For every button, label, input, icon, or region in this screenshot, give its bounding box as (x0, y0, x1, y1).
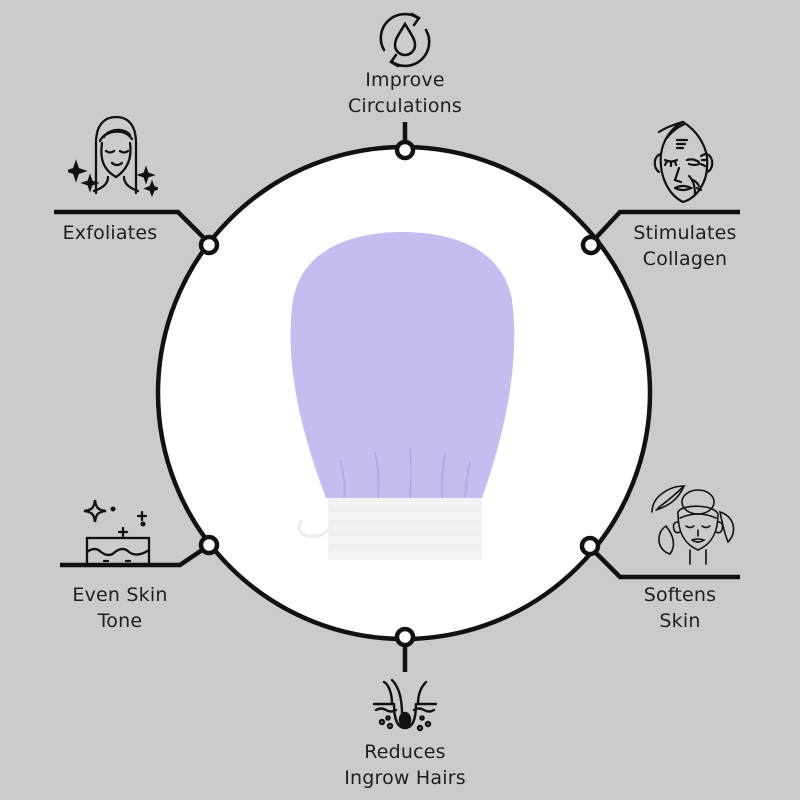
benefit-label-stimulates-collagen: Stimulates Collagen (633, 222, 737, 270)
connector-bottom-right (588, 545, 740, 580)
benefit-label-softens-skin: Softens Skin (643, 584, 717, 632)
connector-bottom-left (60, 544, 210, 568)
mitt-cuff (328, 498, 482, 560)
water-drop-cycle-icon (372, 8, 438, 72)
benefit-label-exfoliates: Exfoliates (62, 222, 158, 244)
benefit-label-even-skin-tone: Even Skin Tone (72, 584, 168, 632)
hair-follicle-icon (372, 678, 438, 734)
skin-layer-sparkle-icon (82, 496, 162, 566)
node-bottom-right (579, 535, 601, 557)
benefit-label-reduces-ingrow-hairs: Reduces Ingrow Hairs (344, 741, 466, 789)
mitt-gathers (339, 447, 471, 499)
feather-face-icon (648, 480, 738, 570)
mitt-hanging-loop (297, 519, 332, 539)
glowing-face-icon (68, 113, 158, 198)
node-top-right (580, 234, 602, 256)
node-bottom (394, 626, 416, 648)
node-top (394, 139, 416, 161)
wrinkled-face-icon (645, 118, 725, 208)
node-bottom-left (198, 534, 220, 556)
benefit-label-improve-circulations: Improve Circulations (347, 69, 463, 117)
mitt-body (290, 232, 515, 498)
exfoliating-mitt (290, 232, 515, 560)
connector-top-left (54, 209, 211, 245)
node-top-left (198, 234, 220, 256)
connector-top-right (589, 209, 740, 245)
